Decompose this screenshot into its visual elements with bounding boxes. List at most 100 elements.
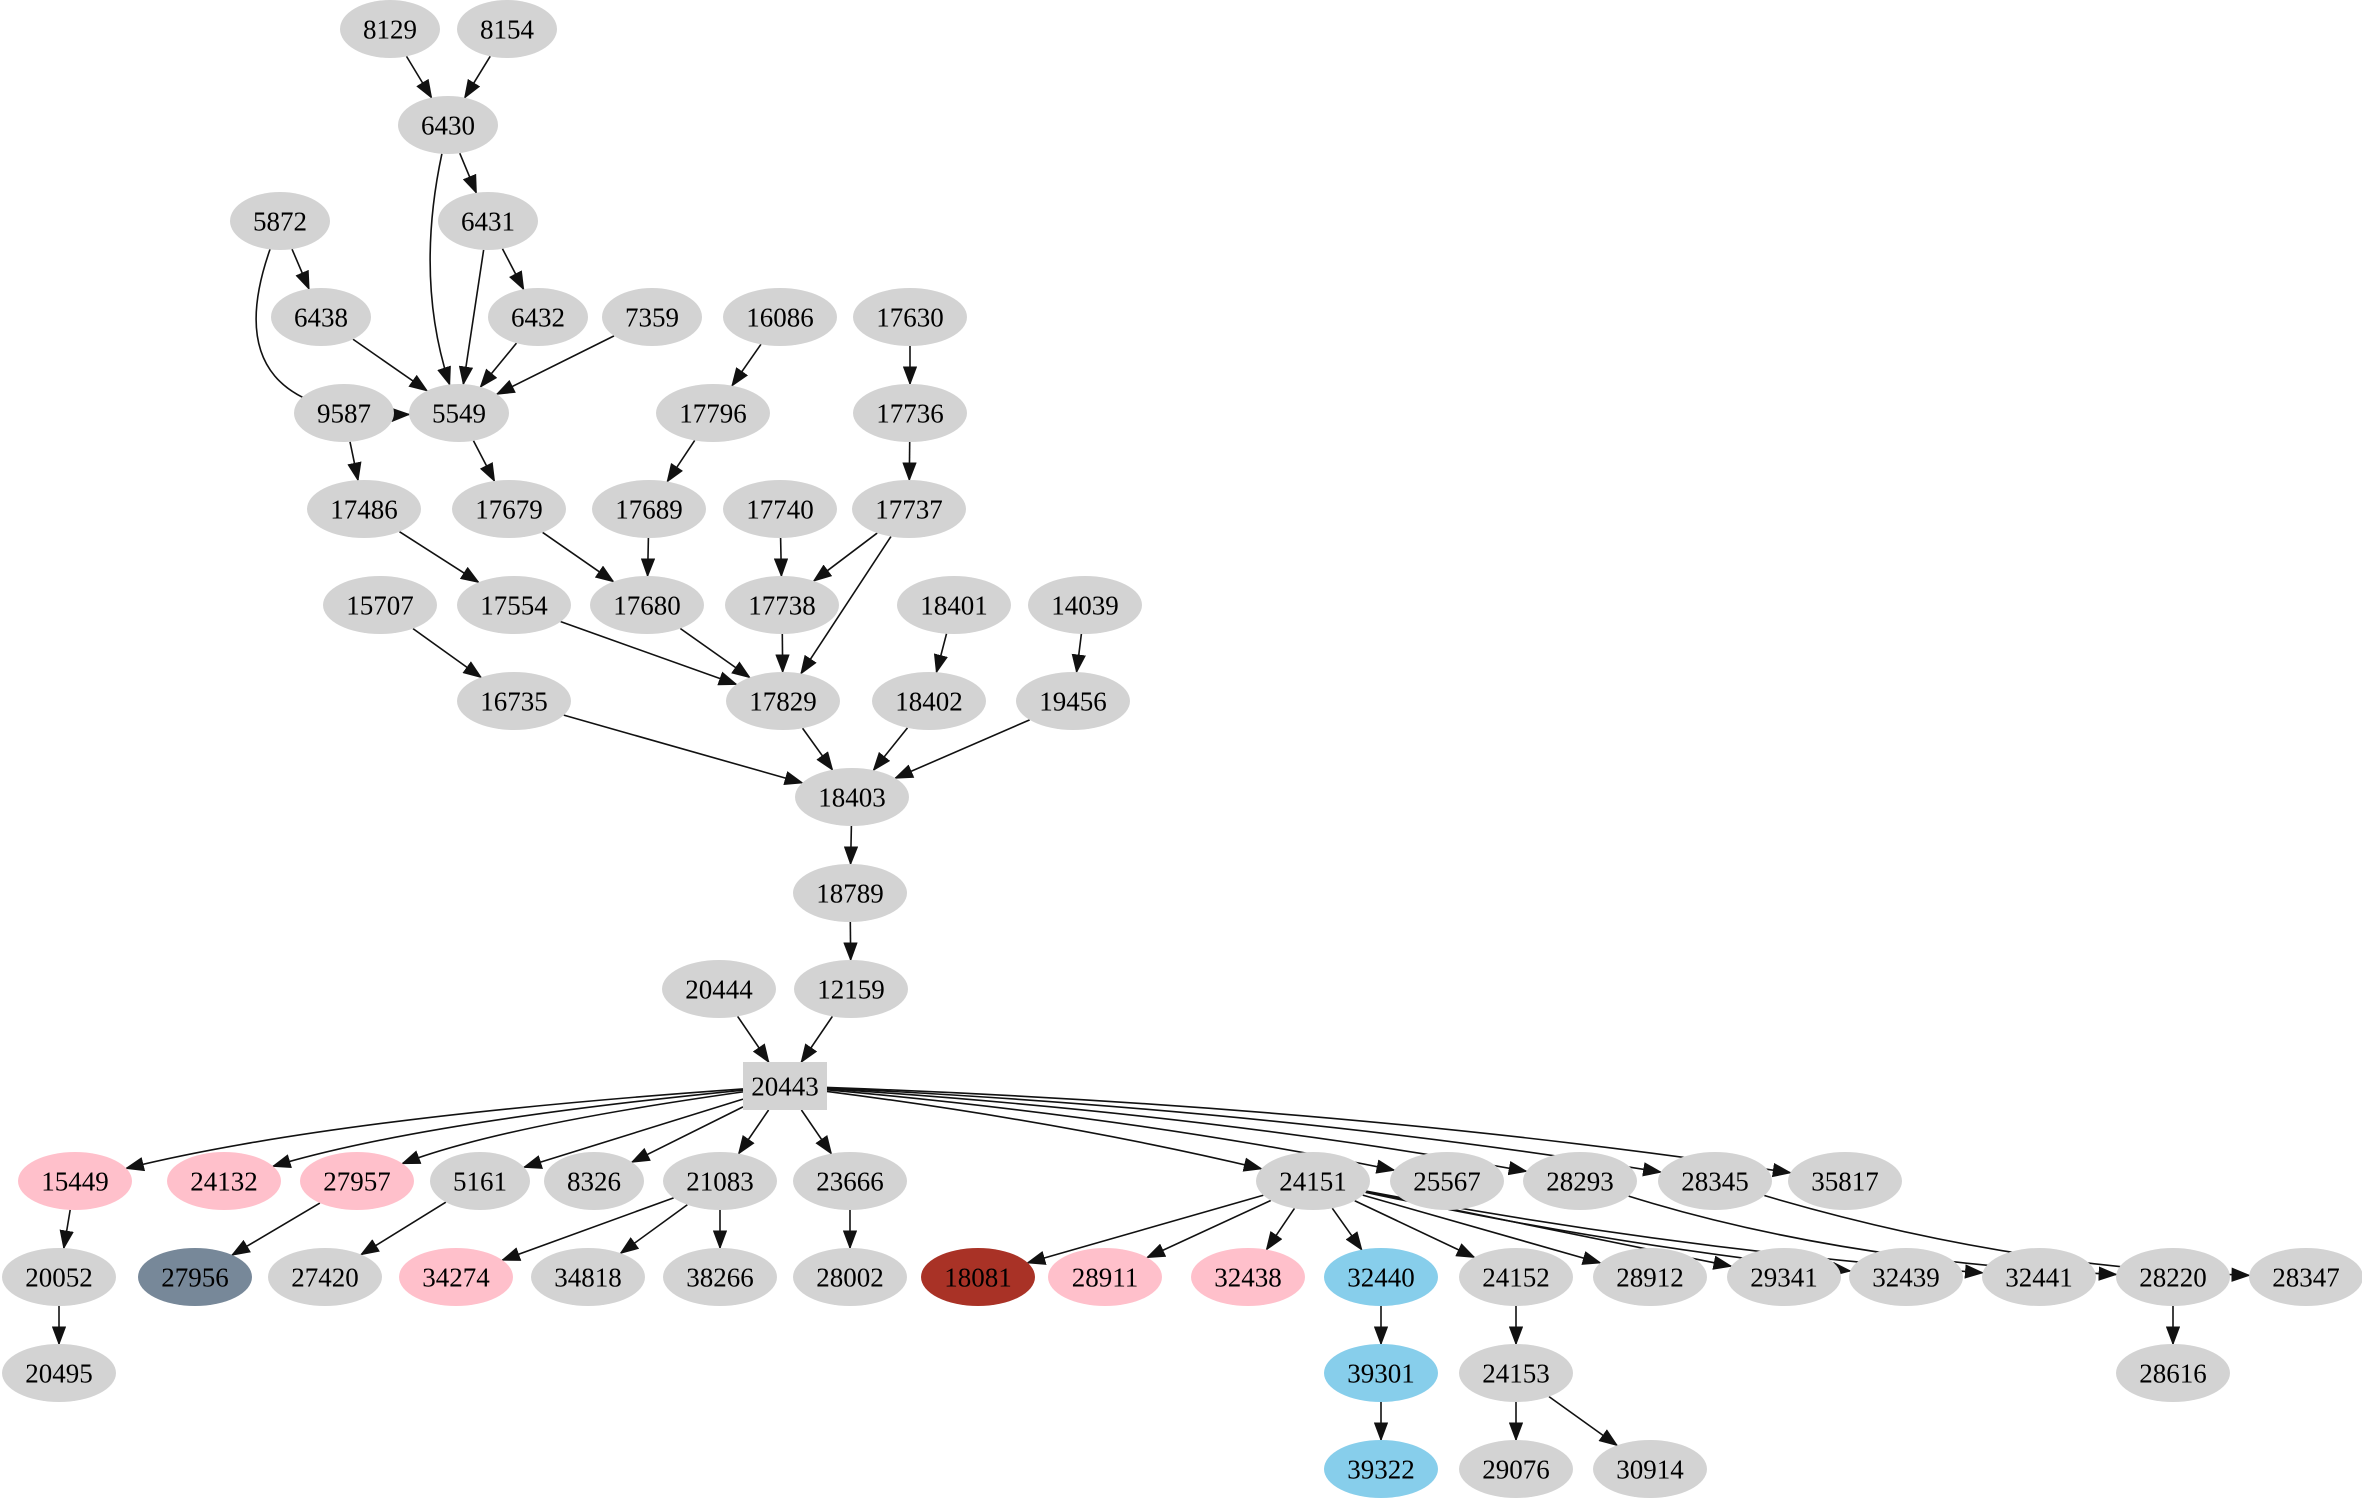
node-label-29341: 29341 — [1750, 1262, 1818, 1292]
node-label-28345: 28345 — [1681, 1166, 1749, 1196]
node-label-17738: 17738 — [748, 590, 816, 620]
node-39322: 39322 — [1324, 1440, 1438, 1498]
node-ellipse-19456 — [1016, 672, 1130, 730]
edge-17486-17554 — [399, 531, 480, 584]
edge-20444-20443 — [736, 1015, 770, 1064]
edge-24151-28912 — [1362, 1194, 1602, 1265]
node-ellipse-24151 — [1256, 1152, 1370, 1210]
node-27956: 27956 — [138, 1248, 252, 1306]
edge-20443-35817 — [826, 1086, 1792, 1178]
node-28912: 28912 — [1593, 1248, 1707, 1306]
node-8326: 8326 — [544, 1152, 644, 1210]
node-label-5872: 5872 — [253, 206, 307, 236]
node-label-25567: 25567 — [1413, 1166, 1481, 1196]
node-9587: 9587 — [294, 384, 394, 442]
node-29341: 29341 — [1727, 1248, 1841, 1306]
node-label-17829: 17829 — [749, 686, 817, 716]
node-ellipse-28220 — [2116, 1248, 2230, 1306]
node-label-35817: 35817 — [1811, 1166, 1879, 1196]
node-ellipse-17680 — [590, 576, 704, 634]
node-25567: 25567 — [1390, 1152, 1504, 1210]
node-ellipse-17829 — [726, 672, 840, 730]
edge-8129-6430 — [405, 55, 433, 100]
node-ellipse-28345 — [1658, 1152, 1772, 1210]
node-6438: 6438 — [271, 288, 371, 346]
node-8154: 8154 — [457, 0, 557, 58]
node-15449: 15449 — [18, 1152, 132, 1210]
edge-17679-17680 — [542, 531, 615, 583]
node-label-32440: 32440 — [1347, 1262, 1415, 1292]
node-14039: 14039 — [1028, 576, 1142, 634]
node-label-15707: 15707 — [346, 590, 414, 620]
node-label-38266: 38266 — [686, 1262, 754, 1292]
node-label-24152: 24152 — [1482, 1262, 1550, 1292]
node-32441: 32441 — [1982, 1248, 2096, 1306]
node-28002: 28002 — [793, 1248, 907, 1306]
edge-6430-6431 — [459, 152, 477, 195]
edge-24151-32438 — [1265, 1207, 1296, 1251]
node-34274: 34274 — [399, 1248, 513, 1306]
node-ellipse-32439 — [1849, 1248, 1963, 1306]
edge-12159-20443 — [800, 1015, 834, 1064]
node-ellipse-17736 — [853, 384, 967, 442]
node-label-18403: 18403 — [818, 782, 886, 812]
node-ellipse-30914 — [1593, 1440, 1707, 1498]
node-ellipse-39322 — [1324, 1440, 1438, 1498]
node-8129: 8129 — [340, 0, 440, 58]
node-32440: 32440 — [1324, 1248, 1438, 1306]
node-label-6431: 6431 — [461, 206, 515, 236]
node-ellipse-8154 — [457, 0, 557, 58]
edge-27957-27956 — [230, 1202, 321, 1256]
node-label-28220: 28220 — [2139, 1262, 2207, 1292]
edge-16735-18403 — [563, 714, 804, 785]
node-17738: 17738 — [725, 576, 839, 634]
node-ellipse-25567 — [1390, 1152, 1504, 1210]
node-20495: 20495 — [2, 1344, 116, 1402]
edge-20443-24132 — [271, 1089, 744, 1169]
node-ellipse-5872 — [230, 192, 330, 250]
node-label-20443: 20443 — [751, 1071, 819, 1101]
node-label-17630: 17630 — [876, 302, 944, 332]
edge-20443-15449 — [124, 1088, 744, 1172]
node-17680: 17680 — [590, 576, 704, 634]
edge-6431-5549 — [458, 249, 485, 386]
node-ellipse-32438 — [1191, 1248, 1305, 1306]
node-24152: 24152 — [1459, 1248, 1573, 1306]
edge-24151-28911 — [1145, 1199, 1272, 1259]
node-ellipse-24152 — [1459, 1248, 1573, 1306]
node-18401: 18401 — [897, 576, 1011, 634]
node-28293: 28293 — [1523, 1152, 1637, 1210]
node-label-9587: 9587 — [317, 398, 371, 428]
node-label-6430: 6430 — [421, 110, 475, 140]
node-label-17486: 17486 — [330, 494, 398, 524]
node-label-34274: 34274 — [422, 1262, 490, 1292]
node-ellipse-29341 — [1727, 1248, 1841, 1306]
node-ellipse-32441 — [1982, 1248, 2096, 1306]
node-label-32441: 32441 — [2005, 1262, 2073, 1292]
node-ellipse-17689 — [592, 480, 706, 538]
edge-8154-6430 — [463, 55, 491, 100]
edge-17680-17829 — [679, 627, 751, 679]
node-17630: 17630 — [853, 288, 967, 346]
node-12159: 12159 — [794, 960, 908, 1018]
node-label-6432: 6432 — [511, 302, 565, 332]
node-28911: 28911 — [1048, 1248, 1162, 1306]
node-17740: 17740 — [723, 480, 837, 538]
node-label-17554: 17554 — [480, 590, 548, 620]
node-ellipse-18789 — [793, 864, 907, 922]
node-ellipse-39301 — [1324, 1344, 1438, 1402]
node-ellipse-17554 — [457, 576, 571, 634]
node-ellipse-27957 — [300, 1152, 414, 1210]
node-ellipse-28912 — [1593, 1248, 1707, 1306]
node-ellipse-27420 — [268, 1248, 382, 1306]
node-17554: 17554 — [457, 576, 571, 634]
node-30914: 30914 — [1593, 1440, 1707, 1498]
node-ellipse-34818 — [531, 1248, 645, 1306]
node-label-28293: 28293 — [1546, 1166, 1614, 1196]
node-ellipse-16086 — [723, 288, 837, 346]
node-ellipse-17486 — [307, 480, 421, 538]
node-label-17689: 17689 — [615, 494, 683, 524]
node-28220: 28220 — [2116, 1248, 2230, 1306]
